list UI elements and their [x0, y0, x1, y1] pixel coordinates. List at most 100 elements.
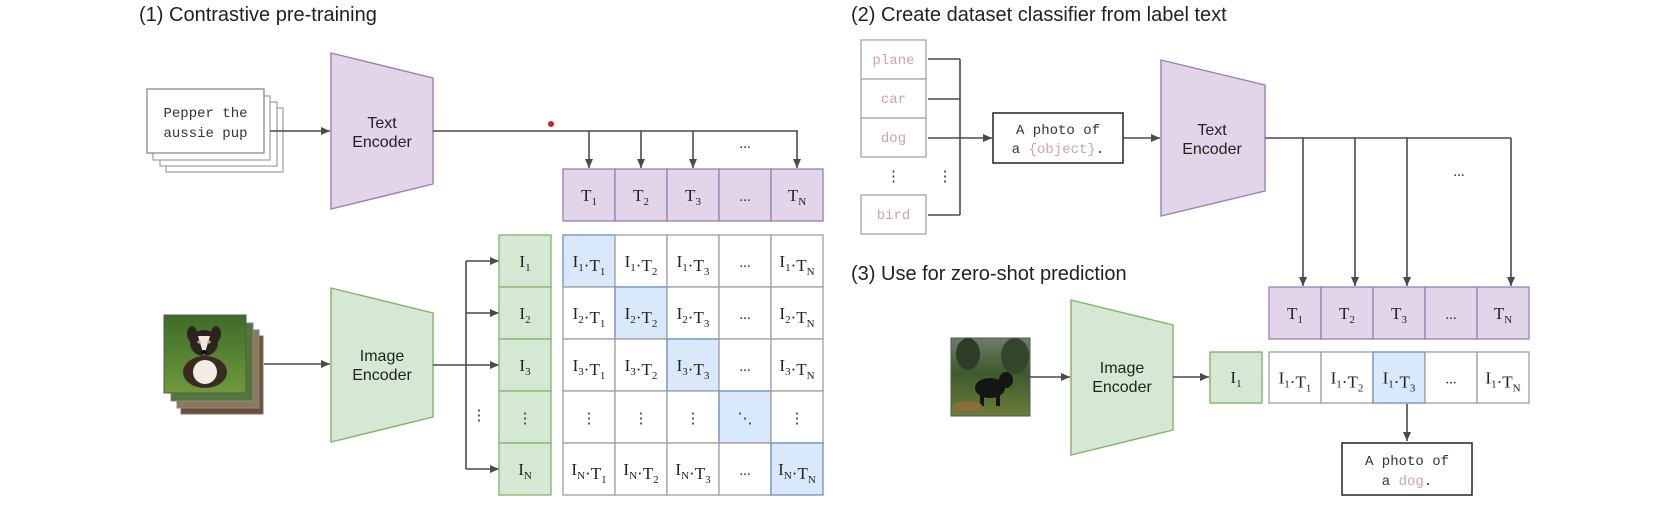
similarity-cell-r3-c4: ...	[718, 338, 772, 392]
text-token-5: TN	[770, 168, 824, 222]
similarity-cell-r2-c1-label: I2·T1	[573, 304, 606, 330]
text-token-3-label: T3	[685, 186, 701, 208]
puppy-photo-icon	[163, 314, 247, 394]
text-token-2: T2	[614, 168, 668, 222]
caption-card-stack: Pepper the aussie pup	[146, 88, 284, 173]
similarity-cell-r1-c3-label: I1·T3	[677, 252, 710, 278]
text-encoder-pretrain: Text Encoder	[330, 52, 434, 210]
score-cell-5: I1·TN	[1476, 351, 1530, 404]
similarity-cell-r1-c2-label: I1·T2	[625, 252, 658, 278]
result-prefix: A photo of	[1365, 454, 1449, 470]
similarity-cell-r5-c5-label: IN·TN	[778, 460, 816, 486]
similarity-cell-r1-c4: ...	[718, 234, 772, 288]
class-label-2-text: car	[881, 92, 906, 108]
classifier-text-token-5: TN	[1476, 286, 1530, 340]
image-token-4: ⋮	[498, 390, 552, 444]
similarity-matrix: I1·T1 I1·T2 I1·T3... I1·TN I2·T1 I2·T2 I2·T3..…	[562, 234, 824, 496]
similarity-cell-r2-c2-label: I2·T2	[625, 304, 658, 330]
score-cell-3: I1·T3	[1372, 351, 1426, 404]
image-token-1: I1	[498, 234, 552, 288]
image-token-5-label: IN	[518, 460, 532, 482]
similarity-cell-r3-c1: I3·T1	[562, 338, 616, 392]
similarity-cell-r5-c1-label: IN·T1	[571, 460, 606, 486]
text-token-2-label: T2	[633, 186, 649, 208]
similarity-cell-r5-c3-label: IN·T3	[675, 460, 711, 486]
zero-shot-score-row: I1·T1 I1·T2 I1·T3...I1·TN	[1268, 351, 1530, 404]
similarity-cell-r5-c4-label: ...	[739, 463, 750, 479]
image-token-3-label: I3	[519, 356, 531, 378]
similarity-cell-r3-c3: I3·T3	[666, 338, 720, 392]
classifier-text-token-2-label: T2	[1339, 304, 1355, 326]
class-label-4: ⋮	[886, 169, 901, 185]
similarity-cell-r1-c3: I1·T3	[666, 234, 720, 288]
similarity-cell-r3-c5-label: I3·TN	[779, 356, 814, 382]
similarity-cell-r2-c4: ...	[718, 286, 772, 340]
image-token-zeroshot: I1	[1209, 351, 1263, 404]
text-encoder-classifier: Text Encoder	[1160, 59, 1266, 217]
similarity-cell-r3-c2-label: I3·T2	[625, 356, 658, 382]
similarity-cell-r4-c5-label: ⋮	[790, 411, 805, 427]
similarity-cell-r3-c3-label: I3·T3	[677, 356, 710, 382]
similarity-cell-r5-c2-label: IN·T2	[623, 460, 658, 486]
stray-dot	[548, 121, 554, 127]
image-encoder-label-2: Encoder	[352, 367, 412, 384]
image-token-4-label: ⋮	[518, 411, 533, 427]
similarity-cell-r2-c3-label: I2·T3	[677, 304, 710, 330]
image-encoder-label-1: Image	[360, 348, 405, 365]
similarity-cell-r1-c1-label: I1·T1	[573, 252, 606, 278]
classifier-text-token-1-label: T1	[1287, 304, 1303, 326]
image-token-2-label: I2	[519, 304, 530, 326]
text-encoder-label-1: Text	[367, 115, 397, 132]
similarity-cell-r2-c1: I2·T1	[562, 286, 616, 340]
image-token-1-label: I1	[519, 252, 530, 274]
caption-line-1: Pepper the	[163, 106, 247, 122]
similarity-cell-r4-c1-label: ⋮	[582, 411, 597, 427]
similarity-cell-r4-c3-label: ⋮	[686, 411, 701, 427]
classifier-text-token-5-label: TN	[1494, 304, 1512, 326]
text-encoder2-label-2: Encoder	[1182, 141, 1242, 158]
result-line-2: a dog.	[1382, 474, 1432, 490]
prompt-template-box: A photo of a {object}.	[992, 112, 1124, 164]
prediction-result-box: A photo of a dog.	[1341, 442, 1473, 496]
similarity-cell-r2-c4-label: ...	[739, 307, 750, 323]
class-label-3: dog	[860, 117, 927, 158]
text-token-4: ...	[718, 168, 772, 222]
text-token-5-label: TN	[788, 186, 806, 208]
similarity-cell-r5-c5: IN·TN	[770, 442, 824, 496]
classifier-text-token-1: T1	[1268, 286, 1322, 340]
similarity-cell-r1-c5-label: I1·TN	[779, 252, 814, 278]
section3-title: (3) Use for zero-shot prediction	[851, 263, 1127, 285]
image-token-5: IN	[498, 442, 552, 496]
template-object-placeholder: {object}	[1029, 142, 1096, 158]
classifier-text-token-4: ...	[1424, 286, 1478, 340]
text-encoder2-label-1: Text	[1197, 122, 1227, 139]
score-cell-3-label: I1·T3	[1383, 369, 1416, 395]
similarity-cell-r4-c4-label: ⋱	[738, 411, 753, 427]
text-token-3: T3	[666, 168, 720, 222]
similarity-cell-r3-c1-label: I3·T1	[573, 356, 606, 382]
class-label-4-text: ⋮	[886, 169, 901, 185]
score-cell-2: I1·T2	[1320, 351, 1374, 404]
image-encoder2-label-1: Image	[1100, 360, 1145, 377]
image-token-zeroshot-label: I1	[1230, 368, 1241, 390]
class-label-3-text: dog	[881, 131, 906, 147]
score-cell-1-label: I1·T1	[1279, 369, 1312, 395]
text-token-row-pretrain: T1 T2 T3... TN	[562, 168, 824, 222]
classifier-text-token-2: T2	[1320, 286, 1374, 340]
similarity-cell-r1-c1: I1·T1	[562, 234, 616, 288]
template-prefix: A photo of	[1016, 123, 1100, 139]
text-token-1: T1	[562, 168, 616, 222]
score-cell-4: ...	[1424, 351, 1478, 404]
score-cell-2-label: I1·T2	[1331, 369, 1364, 395]
classifier-text-token-3: T3	[1372, 286, 1426, 340]
result-class-word: dog	[1399, 474, 1424, 490]
similarity-cell-r4-c5: ⋮	[770, 390, 824, 444]
similarity-cell-r4-c2-label: ⋮	[634, 411, 649, 427]
similarity-cell-r1-c5: I1·TN	[770, 234, 824, 288]
similarity-cell-r4-c3: ⋮	[666, 390, 720, 444]
image-encoder2-label-2: Encoder	[1092, 379, 1152, 396]
similarity-cell-r3-c2: I3·T2	[614, 338, 668, 392]
text-token-4-label: ...	[739, 189, 750, 205]
